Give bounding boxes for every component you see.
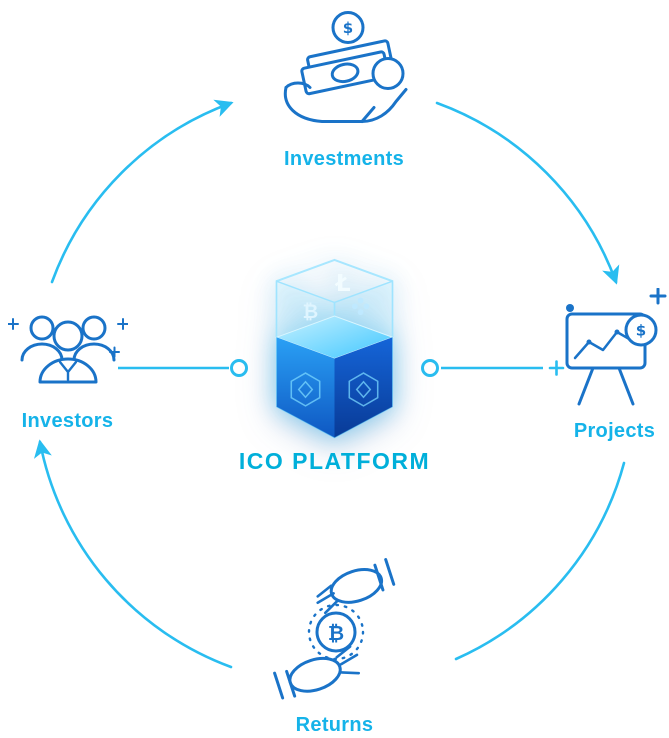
bitcoin-symbol: ₿	[328, 621, 344, 645]
hand-bottom	[273, 645, 361, 700]
presentation-chart-icon: $	[565, 288, 667, 406]
person-shoulders	[20, 342, 63, 362]
sparkle-right-icon	[116, 318, 128, 330]
dollar-symbol: $	[343, 19, 353, 37]
hand-outline	[283, 86, 408, 123]
ico-platform-cube-icon: Ł ₿ ◆	[275, 258, 394, 439]
person-head	[52, 320, 83, 352]
node-returns: ₿ Returns	[262, 556, 407, 737]
fingers	[316, 584, 340, 615]
cube-top-face	[275, 315, 394, 360]
node-label-investments: Investments	[283, 148, 404, 170]
thumb-outline	[284, 81, 312, 89]
node-label-investors: Investors	[21, 410, 114, 432]
dot-icon	[566, 304, 574, 312]
chart-point	[586, 339, 592, 345]
coin-icon	[371, 57, 405, 90]
arc-investors-to-investments	[50, 99, 234, 284]
arc-returns-to-investors	[33, 439, 233, 669]
connector-right-ring-icon	[421, 359, 439, 377]
person-head	[81, 315, 106, 341]
diagram-title: ICO PLATFORM	[238, 448, 431, 474]
tie-detail	[58, 360, 77, 382]
arc-investments-to-projects	[435, 101, 620, 285]
finger-line	[360, 106, 376, 123]
cube-body	[275, 315, 394, 439]
arc-projects-to-returns	[454, 461, 626, 661]
node-investments: $ Investments	[274, 6, 414, 171]
chart-point	[614, 329, 620, 335]
node-investors: Investors	[5, 300, 130, 433]
dollar-coin-icon	[624, 313, 658, 347]
cube-right-face	[334, 337, 393, 438]
handshake-bitcoin-icon: ₿	[273, 558, 396, 700]
investors-group-icon	[7, 315, 128, 384]
easel-legs	[577, 366, 635, 406]
bitcoin-symbol: ₿	[302, 300, 318, 323]
node-label-projects: Projects	[573, 420, 656, 442]
sparkle-left-icon	[7, 318, 19, 330]
chart-line	[573, 330, 633, 360]
node-projects: $ Projects	[560, 288, 669, 443]
person-shoulders	[72, 342, 115, 362]
cube-left-face	[276, 337, 335, 438]
person-head	[29, 315, 54, 341]
connector-left-ring-icon	[230, 359, 248, 377]
plus-icon	[548, 360, 565, 376]
plus-icon	[649, 288, 667, 305]
litecoin-symbol: Ł	[334, 270, 351, 297]
dollar-symbol: $	[636, 322, 646, 340]
node-label-returns: Returns	[295, 714, 374, 736]
hand-money-icon: $	[283, 11, 408, 123]
dotted-circle	[307, 603, 365, 661]
ico-platform-center: Ł ₿ ◆	[262, 243, 407, 448]
bitcoin-coin-icon	[315, 611, 357, 653]
dollar-coin-icon	[331, 11, 365, 44]
fingers	[335, 645, 361, 675]
palm	[288, 656, 342, 693]
hand-top	[316, 558, 396, 615]
token-dots-icon	[351, 297, 370, 316]
cuff-lines	[373, 558, 396, 592]
hexagon-pattern-icon	[290, 372, 379, 407]
